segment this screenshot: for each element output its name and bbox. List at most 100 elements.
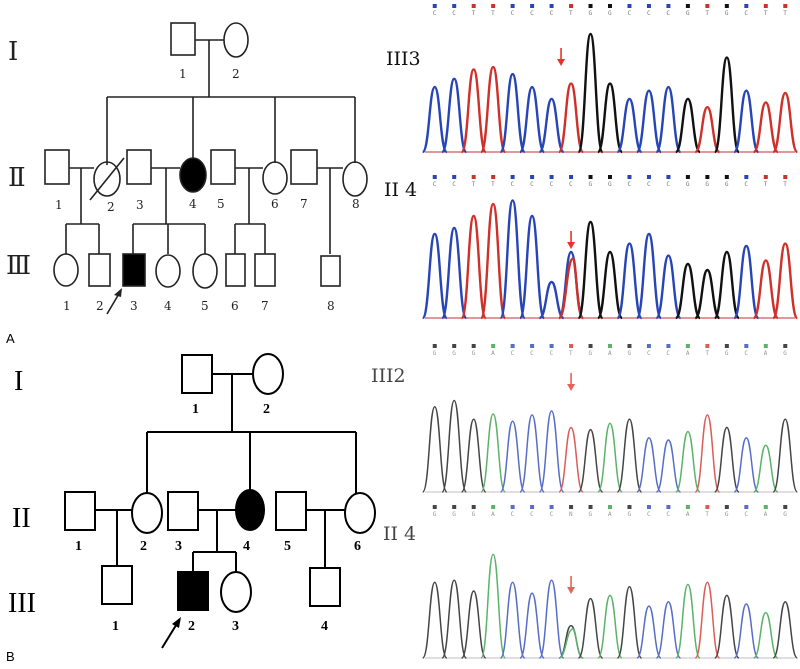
trace-peak	[675, 430, 701, 493]
trace-peak	[674, 262, 702, 320]
trace-peak	[596, 82, 624, 154]
individual-number: 4	[243, 539, 250, 554]
trace-peak	[655, 254, 682, 320]
base-call-letter: C	[744, 511, 748, 518]
base-call-letter: C	[550, 10, 554, 17]
base-color-tick	[685, 4, 690, 8]
mutation-arrow-icon	[567, 373, 576, 391]
sample-label: II 4	[383, 523, 416, 545]
trace-peak	[772, 418, 799, 493]
base-color-tick	[510, 175, 515, 179]
trace-peak	[675, 583, 701, 659]
base-call-letter: A	[608, 511, 612, 518]
base-color-tick	[471, 4, 476, 8]
male-symbol	[225, 253, 246, 287]
base-color-tick	[763, 175, 768, 179]
base-color-tick	[510, 344, 515, 348]
trace-peak	[714, 426, 740, 493]
generation-label: Ⅱ	[8, 163, 26, 193]
trace-peak	[479, 202, 507, 320]
trace-peak	[772, 601, 799, 659]
base-call-letter: C	[433, 181, 437, 188]
female-symbol	[262, 161, 288, 195]
trace-peak	[772, 242, 799, 320]
base-color-tick	[705, 175, 710, 179]
base-call-letter: G	[686, 181, 690, 188]
individual-number: 8	[352, 197, 360, 211]
trace-peak	[421, 232, 448, 320]
male-symbol	[275, 491, 307, 531]
trace-peak	[440, 226, 468, 320]
base-call-letter: G	[686, 10, 690, 17]
trace-peak	[635, 89, 663, 154]
base-call-letter: C	[452, 181, 456, 188]
trace-peak	[460, 214, 487, 320]
base-color-tick	[744, 4, 749, 8]
base-color-tick	[452, 344, 457, 348]
base-color-tick	[471, 505, 476, 509]
male-symbol	[44, 149, 70, 185]
base-call-letter: C	[530, 511, 534, 518]
trace-peak	[480, 553, 506, 659]
trace-peak	[538, 410, 565, 493]
base-color-tick	[491, 175, 496, 179]
pedigree-b: I II III	[8, 353, 376, 649]
pedigree-a: Ⅰ Ⅱ Ⅲ	[6, 22, 368, 315]
trace-peak	[616, 97, 643, 154]
base-color-tick	[549, 4, 554, 8]
base-call-letter: C	[550, 181, 554, 188]
base-call-letter: G	[452, 511, 456, 518]
base-color-tick	[608, 175, 612, 179]
trace-peak	[440, 77, 468, 154]
trace-peak	[538, 97, 565, 154]
trace-peak	[479, 65, 507, 154]
generation-label: I	[14, 366, 23, 397]
trace-peak	[518, 214, 546, 320]
trace-peak	[713, 56, 741, 154]
trace-peak	[714, 594, 740, 659]
base-call-letter: C	[433, 10, 437, 17]
base-call-letter: G	[725, 511, 729, 518]
individual-number: 2	[107, 200, 115, 214]
male-symbol	[181, 354, 213, 394]
trace-peak	[694, 414, 721, 493]
base-call-letter: G	[627, 511, 631, 518]
individual-number: 8	[327, 299, 335, 313]
base-call-letter: T	[783, 181, 787, 188]
base-color-tick	[763, 4, 768, 8]
base-call-letter: C	[666, 10, 670, 17]
mutation-arrow-icon	[567, 576, 576, 594]
base-call-letter: C	[530, 181, 534, 188]
individual-number: 2	[96, 299, 104, 313]
base-color-tick	[724, 4, 729, 8]
trace-peak	[538, 280, 565, 320]
deceased-mark	[89, 157, 125, 201]
base-color-tick	[783, 344, 788, 348]
trace-peak	[635, 232, 663, 320]
base-call-letter: G	[608, 181, 612, 188]
base-call-letter: C	[666, 511, 670, 518]
trace-peak	[733, 244, 760, 320]
trace-peak	[519, 414, 545, 493]
trace-peak	[674, 97, 702, 154]
base-call-letter: C	[569, 181, 573, 188]
trace-peak	[597, 594, 623, 659]
base-color-tick	[646, 505, 651, 509]
base-color-tick	[763, 344, 768, 348]
base-call-letter: T	[569, 10, 573, 17]
base-color-tick	[666, 344, 671, 348]
trace-peak	[441, 579, 468, 659]
base-color-tick	[530, 344, 535, 348]
base-color-tick	[432, 175, 437, 179]
base-call-letter: T	[705, 350, 709, 357]
base-call-letter: C	[647, 10, 651, 17]
trace-peak	[421, 405, 448, 493]
base-call-letter: T	[783, 10, 787, 17]
secondary-peak	[558, 628, 584, 659]
base-color-tick	[432, 4, 437, 8]
base-call-letter: C	[511, 10, 515, 17]
base-call-letter: C	[744, 181, 748, 188]
female-symbol	[53, 253, 79, 287]
